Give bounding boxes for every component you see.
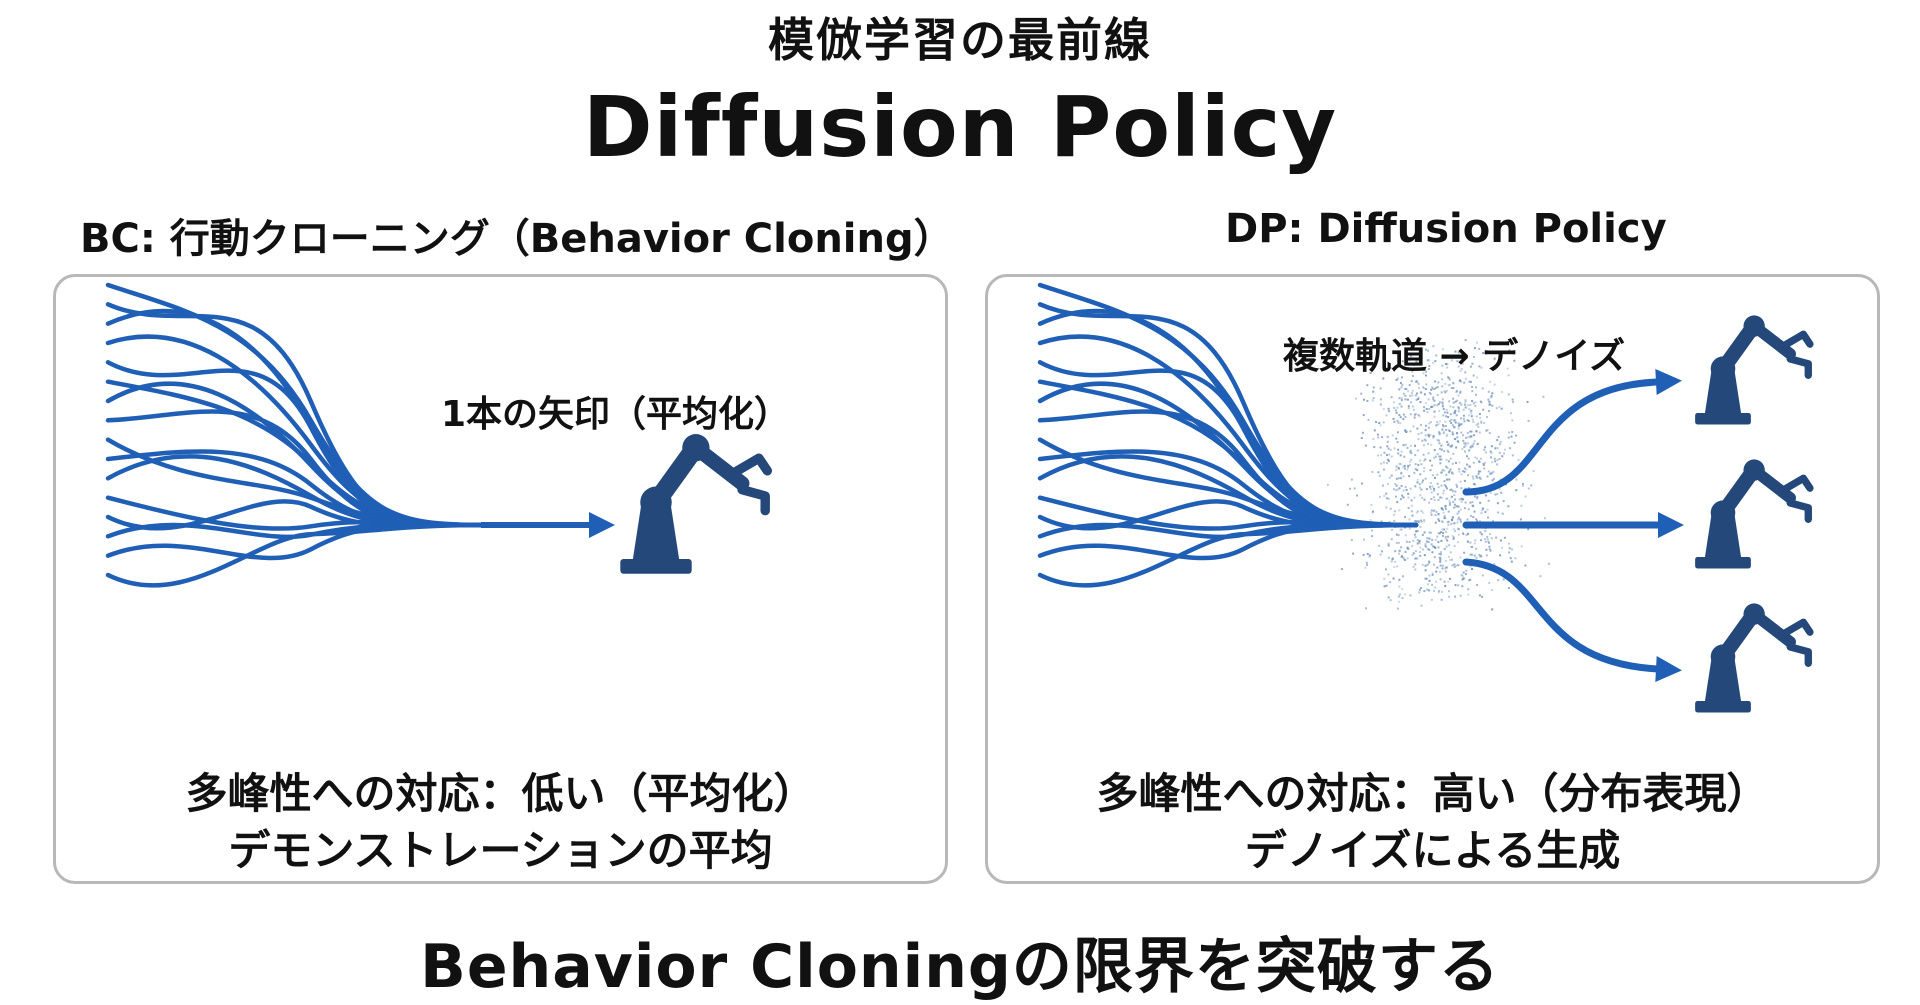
arrow-right-icon	[1655, 369, 1682, 395]
dp-trajectory-15	[1037, 522, 1419, 561]
page-title: Diffusion Policy	[582, 78, 1338, 176]
bc-panel: 1本の矢印（平均化） 多峰性への対応：低い（平均化） デモンストレーションの平均	[53, 274, 948, 884]
dp-robots	[1695, 315, 1814, 713]
bc-trajectory-15	[105, 522, 489, 561]
conclusion: Behavior Cloningの限界を突破する	[420, 932, 1500, 1002]
dp-panel: 複数軌道 → デノイズ 多峰性への対応：高い（分布表現） デノイズによる生成	[985, 274, 1880, 884]
bc-trajectory-4	[105, 334, 489, 528]
dp-arrow-down	[1462, 558, 1662, 673]
dp-noise-cloud	[1326, 339, 1551, 611]
robot-arm-icon	[620, 434, 773, 574]
bc-demo-trajectories	[105, 282, 489, 588]
robot-arm-icon	[1695, 459, 1814, 569]
robot-arm-icon	[1695, 315, 1814, 425]
dp-panel-title: DP: Diffusion Policy	[1225, 206, 1667, 252]
arrow-right-icon	[1658, 512, 1684, 538]
dp-arrow-label: 複数軌道 → デノイズ	[1283, 336, 1626, 377]
bc-arrow-label: 1本の矢印（平均化）	[441, 394, 791, 435]
dp-multimodality-text: 多峰性への対応：高い（分布表現）	[1096, 769, 1769, 818]
dp-output-arrows	[1462, 369, 1684, 682]
bc-averaged-arrow	[481, 512, 615, 538]
bc-average-text: デモンストレーションの平均	[228, 826, 773, 875]
dp-trajectory-16	[1037, 522, 1419, 588]
bc-trajectory-16	[105, 522, 489, 588]
robot-arm-icon	[1695, 603, 1814, 713]
robot-arm-icon	[620, 434, 773, 574]
arrow-right-icon	[589, 512, 615, 538]
arrow-right-icon	[1655, 656, 1682, 682]
bc-panel-title: BC: 行動クローニング（Behavior Cloning）	[80, 216, 954, 262]
dp-diagram	[1037, 282, 1814, 713]
dp-generation-text: デノイズによる生成	[1244, 826, 1621, 875]
dp-arrow-up	[1462, 378, 1662, 496]
dp-demo-trajectories	[1037, 282, 1419, 588]
bc-multimodality-text: 多峰性への対応：低い（平均化）	[185, 769, 816, 818]
bc-diagram	[105, 282, 773, 588]
supertitle: 模倣学習の最前線	[768, 13, 1152, 67]
